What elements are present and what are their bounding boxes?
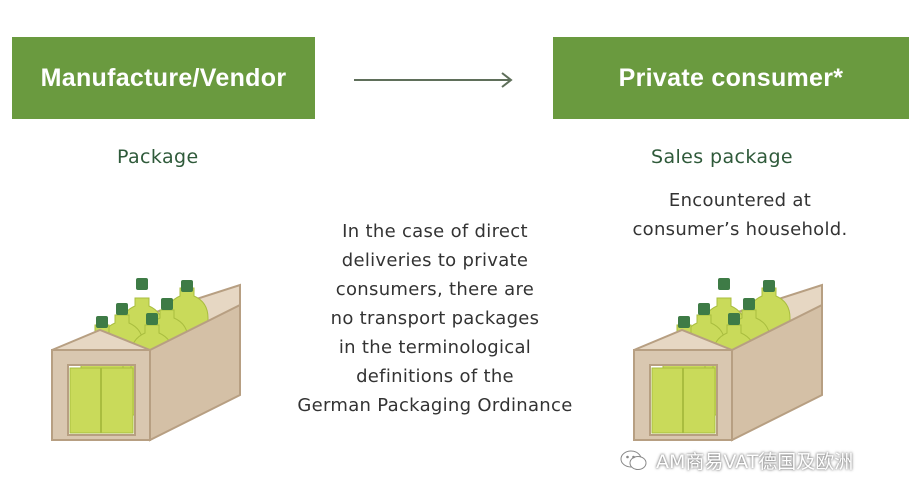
encountered-note-line: consumer’s household. xyxy=(632,219,848,240)
encountered-note: Encountered at consumer’s household. xyxy=(590,186,890,244)
private-consumer-box: Private consumer* xyxy=(553,37,909,119)
wechat-icon xyxy=(620,450,647,470)
arrow-right-icon xyxy=(354,72,513,88)
watermark-text: AM商易VAT德国及欧洲 xyxy=(656,451,854,473)
center-explanation-line: no transport packages xyxy=(330,308,540,329)
center-explanation-line: in the terminological xyxy=(338,337,532,358)
encountered-note-line: Encountered at xyxy=(668,190,812,211)
center-explanation-line: consumers, there are xyxy=(335,279,535,300)
center-explanation-line: deliveries to private xyxy=(341,250,529,271)
watermark: AM商易VAT德国及欧洲 xyxy=(620,447,853,474)
bottle-crate-illustration xyxy=(633,278,823,442)
sales-package-label: Sales package xyxy=(651,146,794,168)
center-explanation-line: German Packaging Ordinance xyxy=(297,395,573,416)
center-explanation-line: In the case of direct xyxy=(342,221,528,242)
bottle-caps xyxy=(96,278,193,328)
package-label: Package xyxy=(117,146,199,168)
manufacturer-vendor-label: Manufacture/Vendor xyxy=(40,63,287,92)
bottle-crate-illustration xyxy=(51,278,241,442)
center-explanation-line: definitions of the xyxy=(356,366,514,387)
center-explanation: In the case of direct deliveries to priv… xyxy=(245,217,625,420)
private-consumer-label: Private consumer* xyxy=(618,63,844,92)
manufacturer-vendor-box: Manufacture/Vendor xyxy=(12,37,315,119)
